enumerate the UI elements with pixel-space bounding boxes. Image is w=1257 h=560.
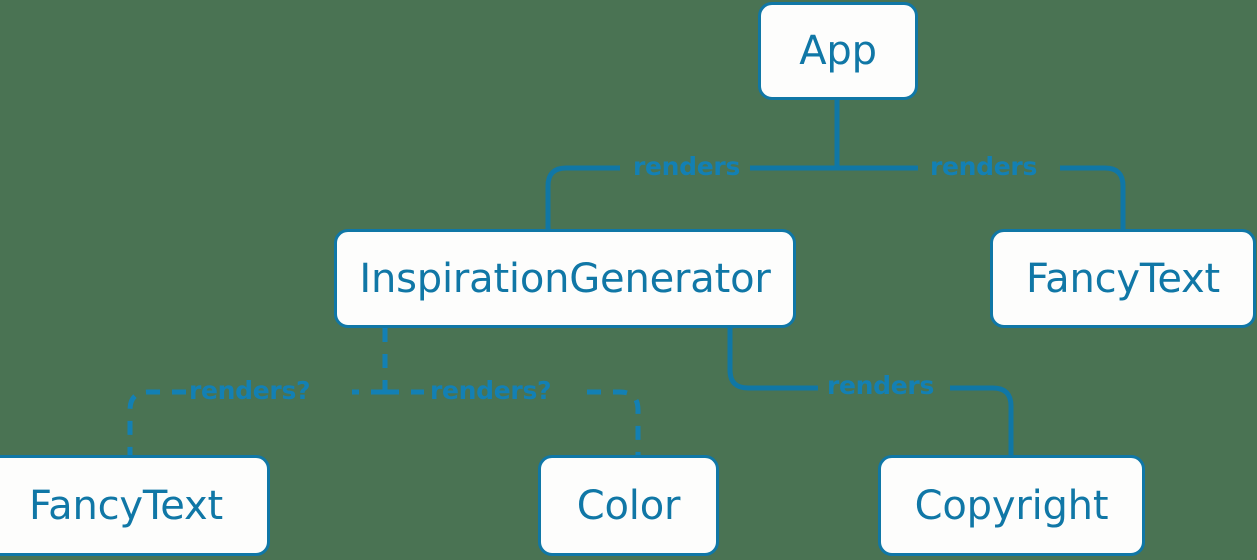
- node-app-label: App: [799, 28, 877, 74]
- node-fancytext-bottom-label: FancyText: [29, 482, 223, 529]
- edge-label-app-to-inspirationgenerator: renders: [633, 152, 741, 181]
- edge-label-inspirationgenerator-to-color: renders?: [430, 376, 552, 405]
- edge-label-app-to-fancytext: renders: [930, 152, 1038, 181]
- node-copyright[interactable]: Copyright: [878, 455, 1145, 556]
- node-color-label: Color: [576, 482, 681, 529]
- node-fancytext-top[interactable]: FancyText: [990, 229, 1256, 328]
- node-inspirationgenerator-label: InspirationGenerator: [359, 255, 771, 302]
- edge-inspirationgenerator-to-copyright: [727, 328, 1014, 455]
- node-color[interactable]: Color: [538, 455, 719, 556]
- edge-inspirationgenerator-to-fancytext: [127, 389, 385, 455]
- edge-label-inspirationgenerator-to-fancytext: renders?: [189, 376, 311, 405]
- node-fancytext-bottom[interactable]: FancyText: [0, 455, 270, 556]
- edge-app-to-fancytext: [837, 165, 1126, 229]
- edge-app-to-inspirationgenerator: [545, 165, 837, 229]
- node-fancytext-top-label: FancyText: [1026, 255, 1220, 302]
- edge-label-inspirationgenerator-to-copyright: renders: [827, 371, 935, 400]
- node-app[interactable]: App: [758, 2, 918, 100]
- node-inspirationgenerator[interactable]: InspirationGenerator: [334, 229, 796, 328]
- node-copyright-label: Copyright: [914, 482, 1109, 529]
- edge-inspirationgenerator-to-color: [385, 389, 641, 455]
